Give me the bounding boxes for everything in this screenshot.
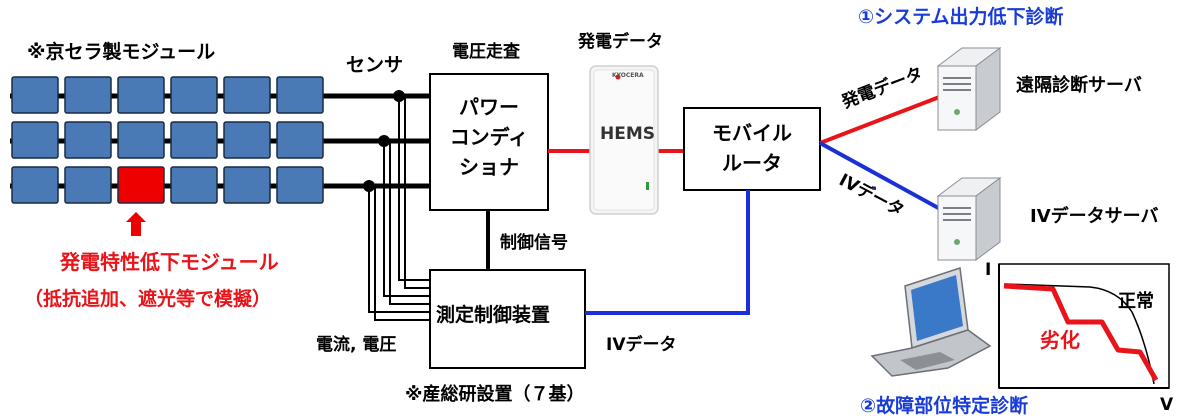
hems-device [589,65,659,215]
iv-data-bottom-label: IVデータ [606,335,677,355]
diag2-title: ②故障部位特定診断 [860,395,1029,417]
voltage-scan-label: 電圧走査 [452,42,520,62]
gen-data-top-label: 発電データ [578,32,663,52]
solar-module [276,76,324,114]
pcs-line-3: ショナ [459,155,519,179]
aist-note: ※産総研設置（７基） [405,384,585,405]
mobile-router-box [683,107,821,191]
degraded-iv-curve [1003,283,1159,382]
solar-module [223,166,271,204]
current-voltage-label: 電流, 電圧 [316,335,397,355]
hems-brand: KYOCERA [612,72,644,79]
solar-module [11,166,59,204]
hems-label: HEMS [600,124,656,144]
solar-module [223,76,271,114]
solar-module [64,121,112,159]
diag1-title: ①システム出力低下診断 [858,6,1064,28]
degraded-module-label-1: 発電特性低下モジュール [60,250,279,274]
solar-module [64,76,112,114]
iv-server-label: IVデータサーバ [1030,206,1159,227]
blue-line-to-iv-server [819,141,943,212]
power-conditioner-box [429,73,549,211]
solar-module [170,166,218,204]
pcs-line-2: コンディ [449,125,529,149]
blue-line-iv-data [585,190,750,315]
graph-i-axis-label: I [985,260,992,280]
router-label: モバイル ルータ [684,118,820,178]
solar-module [276,166,324,204]
router-line-1: モバイル [712,121,792,145]
normal-iv-curve [1003,283,1155,385]
control-signal-label: 制御信号 [500,233,568,253]
solar-module [170,76,218,114]
remote-server-icon [936,47,1002,131]
iv-server-icon [936,177,1002,261]
iv-graph [998,263,1170,389]
sensor-label: センサ [346,54,404,76]
solar-module [276,121,324,159]
pcs-line-1: パワー [459,95,519,119]
router-line-2: ルータ [722,151,782,175]
degraded-module [117,166,165,204]
laptop-icon [870,267,992,377]
graph-v-axis-label: V [1160,395,1174,415]
solar-module [117,121,165,159]
red-line-to-remote-server [819,94,943,145]
sensor-wires [368,96,430,321]
solar-module [11,76,59,114]
degraded-arrow [126,212,146,236]
solar-module [64,166,112,204]
solar-module [223,121,271,159]
solar-module [11,121,59,159]
graph-normal-label: 正常 [1118,291,1154,312]
graph-degraded-label: 劣化 [1040,328,1080,352]
measuring-device-label: 測定制御装置 [436,304,551,326]
module-note: ※京セラ製モジュール [27,41,216,63]
pcs-label: パワー コンディ ショナ [430,92,548,182]
module-cells [11,76,324,204]
solar-module [117,76,165,114]
measuring-device-box [429,269,586,369]
degraded-module-label-2: （抵抗追加、遮光等で模擬） [24,288,272,310]
remote-server-label: 遠隔診断サーバ [1016,75,1142,96]
solar-module [170,121,218,159]
module-array [10,76,430,204]
